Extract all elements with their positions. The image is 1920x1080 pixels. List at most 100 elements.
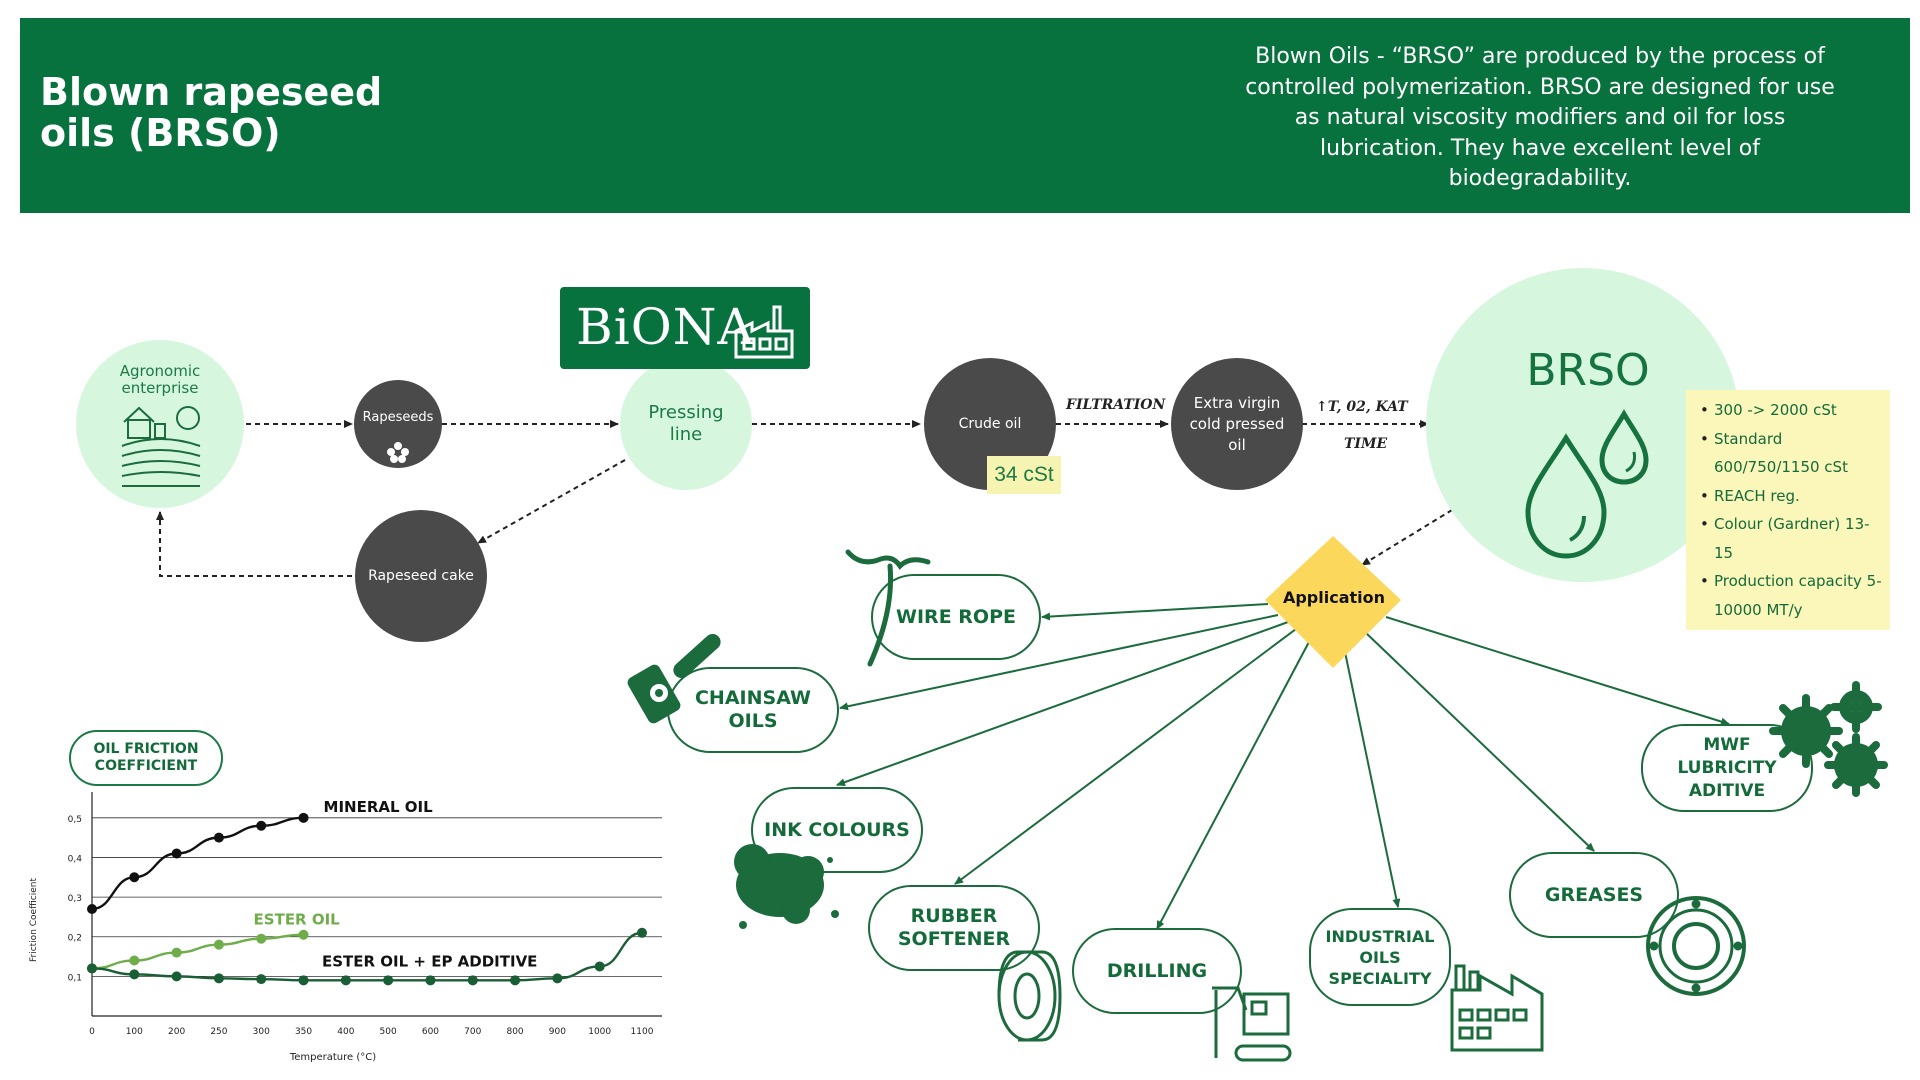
pressing-node	[620, 358, 752, 490]
x-tick-label: 500	[380, 1027, 397, 1037]
wire-rope-label: WIRE ROPE	[896, 605, 1016, 628]
data-point	[213, 973, 224, 984]
spec-item: 300 -> 2000 cSt	[1700, 396, 1882, 425]
brso-node	[1426, 268, 1740, 582]
x-tick-label: 700	[464, 1027, 481, 1037]
pill-mwf	[1641, 724, 1813, 812]
x-tick-label: 1000	[588, 1027, 611, 1037]
rapeseeds-node	[354, 380, 442, 468]
brso-specs: 300 -> 2000 cSt Standard 600/750/1150 cS…	[1686, 390, 1890, 630]
farm-icon	[121, 406, 201, 487]
spec-item: Standard 600/750/1150 cSt	[1700, 425, 1882, 482]
pressing-label: Pressing line	[648, 402, 724, 445]
biona-logo: BiONA	[560, 287, 810, 369]
data-point	[171, 971, 182, 982]
series-line	[91, 933, 304, 970]
process-arrows	[156, 420, 1453, 577]
y-tick-label: 0,1	[68, 973, 82, 983]
ink-colours-label: INK COLOURS	[764, 818, 910, 841]
drilling-rig-icon	[1212, 986, 1292, 1062]
seeds-icon	[387, 442, 409, 463]
application-label: Application	[1282, 588, 1386, 607]
data-point	[383, 975, 394, 986]
arrow-app-chainsaw	[839, 614, 1279, 711]
y-tick-label: 0,2	[68, 934, 82, 944]
application-arrows	[836, 603, 1730, 930]
application-diamond	[1265, 536, 1401, 668]
logo-text: BiONA	[576, 298, 755, 356]
industrial-oils-label: INDUSTRIAL OILS SPECIALITY	[1325, 926, 1435, 988]
chart-title: OIL FRICTION COEFFICIENT	[69, 730, 223, 786]
pill-greases	[1509, 852, 1679, 938]
bearing-icon	[1646, 896, 1746, 996]
crude-viscosity-badge: 34 cSt	[987, 456, 1061, 494]
oil-drops-icon	[1525, 409, 1649, 559]
arrow-brso-application	[1361, 509, 1453, 566]
extra-virgin-label: Extra virgin cold pressed oil	[1189, 393, 1285, 454]
data-point	[171, 947, 182, 958]
tire-icon	[997, 950, 1062, 1042]
y-tick-label: 0,5	[68, 815, 82, 825]
mwf-label: MWF LUBRICITY ADITIVE	[1677, 734, 1777, 801]
chainsaw-icon	[627, 633, 721, 724]
x-tick-label: 1100	[631, 1027, 654, 1037]
factory-icon	[1450, 964, 1544, 1052]
brso-title: BRSO	[1526, 345, 1650, 396]
data-point	[256, 820, 267, 831]
rapeseed-cake-node	[355, 510, 487, 642]
pill-industrial	[1309, 908, 1451, 1006]
y-axis-label: Friction Coefficient	[29, 878, 39, 962]
time-label: TIME	[1344, 436, 1388, 452]
application-pills	[667, 574, 1813, 1014]
page-title: Blown rapeseed oils (BRSO)	[40, 70, 383, 155]
data-point	[129, 955, 140, 966]
arrow-cake-agronomic	[156, 511, 352, 577]
series-line	[91, 816, 304, 911]
x-tick-label: 200	[168, 1027, 185, 1037]
data-point	[298, 975, 309, 986]
data-point	[552, 973, 563, 984]
series-label: MINERAL OIL	[324, 798, 434, 816]
pill-wire-rope	[871, 574, 1041, 660]
x-tick-label: 250	[210, 1027, 227, 1037]
x-axis-label: Temperature (°C)	[289, 1052, 376, 1063]
greases-label: GREASES	[1544, 883, 1644, 906]
data-point	[594, 961, 605, 972]
data-point	[129, 969, 140, 980]
x-tick-label: 300	[253, 1027, 270, 1037]
logo-factory-icon	[734, 305, 794, 359]
filtration-label: FILTRATION	[1066, 397, 1166, 413]
data-point	[298, 929, 309, 940]
x-tick-label: 900	[549, 1027, 566, 1037]
extra-virgin-node	[1171, 358, 1303, 490]
x-tick-label: 350	[295, 1027, 312, 1037]
conditions-label: ↑T, 02, KAT	[1316, 399, 1408, 415]
data-point	[256, 933, 267, 944]
rubber-softener-label: RUBBER SOFTENER	[897, 905, 1011, 950]
data-point	[510, 975, 521, 986]
pill-ink	[751, 787, 923, 873]
arrow-pressing-cake	[477, 459, 626, 544]
agronomic-label: Agronomic enterprise	[119, 362, 201, 397]
data-point	[171, 848, 182, 859]
data-point	[467, 975, 478, 986]
crude-oil-label: Crude oil	[958, 416, 1022, 432]
x-tick-label: 800	[506, 1027, 523, 1037]
data-point	[256, 974, 267, 985]
y-tick-label: 0,4	[68, 854, 83, 864]
pill-drilling	[1072, 928, 1242, 1014]
x-tick-label: 100	[126, 1027, 143, 1037]
series-label: ESTER OIL	[254, 911, 341, 929]
data-point	[298, 812, 309, 823]
data-point	[213, 939, 224, 950]
data-point	[213, 832, 224, 843]
x-tick-label: 0	[89, 1027, 95, 1037]
data-point	[340, 975, 351, 986]
friction-chart: Friction Coefficient Temperature (°C) 0,…	[29, 792, 662, 1063]
arrow-app-ink	[836, 621, 1289, 787]
header-banner	[20, 18, 1910, 213]
spec-item: Production capacity 5-10000 MT/y	[1700, 567, 1882, 624]
rope-icon	[845, 549, 931, 667]
series-label: ESTER OIL + EP ADDITIVE	[322, 952, 537, 970]
